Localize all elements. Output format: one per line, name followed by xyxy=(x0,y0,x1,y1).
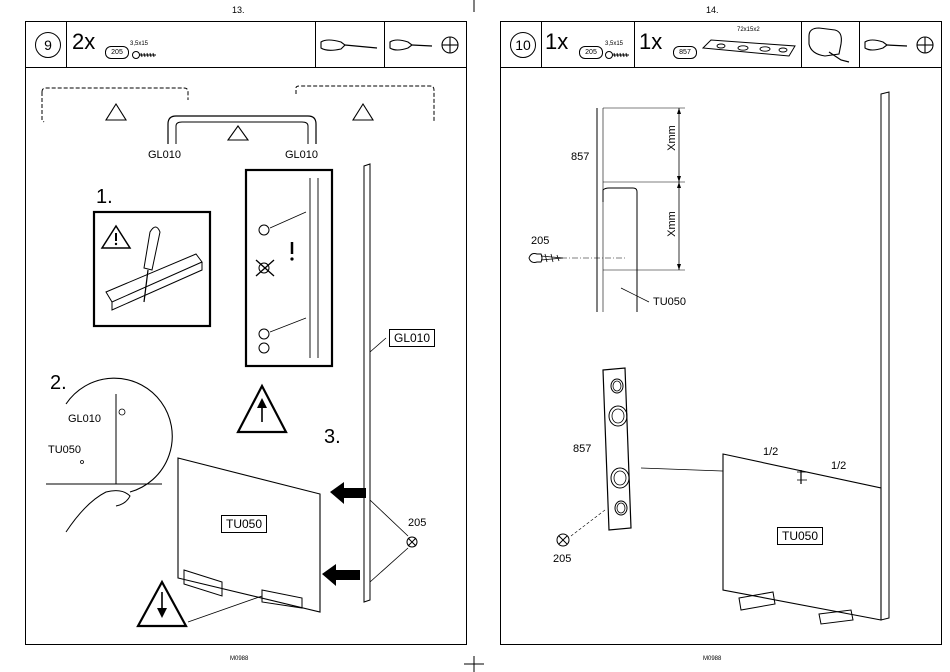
panel-label-tu050: TU050 xyxy=(777,527,823,545)
substep-2: 2. xyxy=(50,372,67,395)
dimension-top: Xmm xyxy=(666,125,678,151)
label-857-mid: 857 xyxy=(573,443,591,455)
rail-label-gl010: GL010 xyxy=(389,329,435,347)
detail-label-gl010: GL010 xyxy=(68,413,101,425)
label-205-top: 205 xyxy=(531,235,549,247)
panel-label-tu050: TU050 xyxy=(221,515,267,533)
half-right: 1/2 xyxy=(831,460,846,472)
dimension-bottom: Xmm xyxy=(666,211,678,237)
screw-label-205: 205 xyxy=(408,517,426,529)
substep-1: 1. xyxy=(96,186,113,209)
label-gl010-left: GL010 xyxy=(148,149,181,161)
step-9-panel: 9 2x 205 3,5x15 xyxy=(25,21,467,645)
substep-3: 3. xyxy=(324,426,341,449)
label-tu050-top: TU050 xyxy=(653,296,686,308)
label-gl010-right: GL010 xyxy=(285,149,318,161)
label-857-top: 857 xyxy=(571,151,589,163)
step-10-panel: 10 1x 205 3,5x15 1x 857 72x15x2 xyxy=(500,21,942,645)
detail-label-tu050: TU050 xyxy=(48,444,81,456)
label-205-bottom: 205 xyxy=(553,553,571,565)
half-left: 1/2 xyxy=(763,446,778,458)
